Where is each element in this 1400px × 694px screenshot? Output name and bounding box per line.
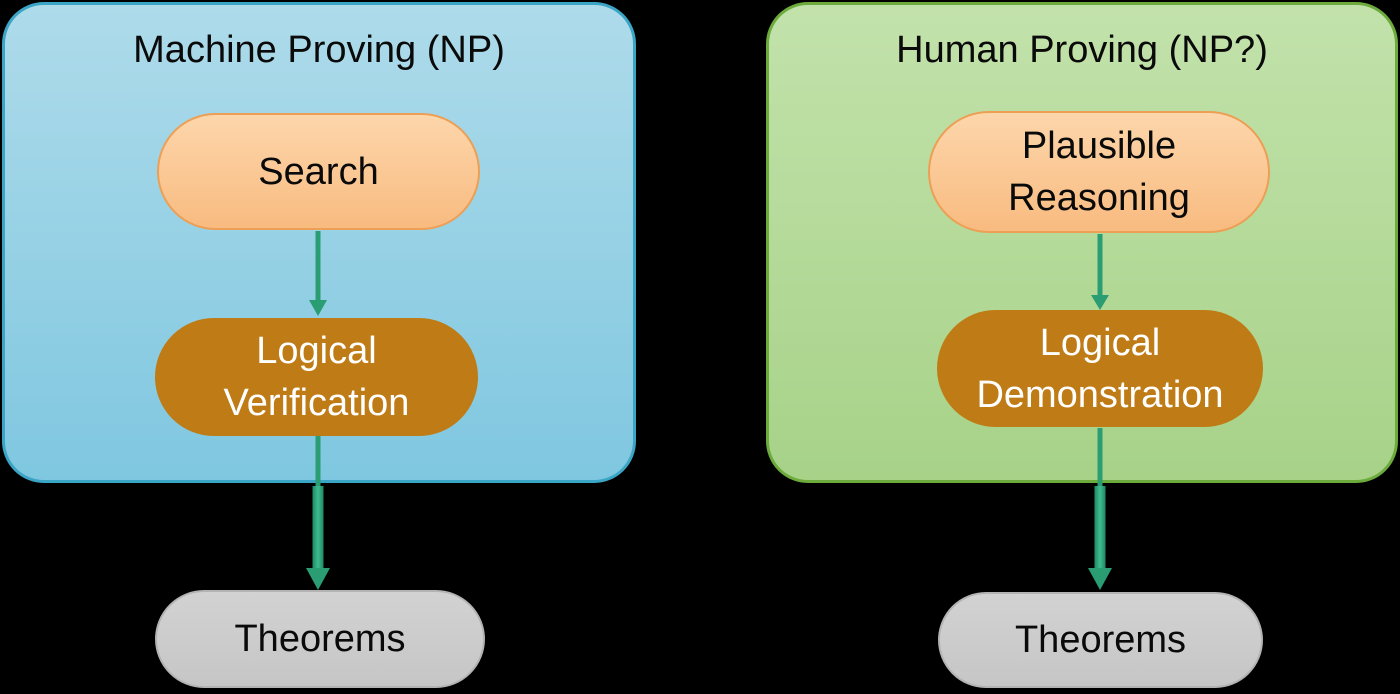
arrow-head-icon <box>1088 568 1112 590</box>
logical-verification-label-line2: Verification <box>223 382 410 424</box>
theorems-node-right: Theorems <box>938 592 1263 688</box>
logical-verification-label-line1: Logical <box>256 330 377 372</box>
human-proving-title: Human Proving (NP?) <box>896 29 1268 71</box>
theorems-left-label: Theorems <box>234 618 406 660</box>
plausible-reasoning-node: Plausible Reasoning <box>928 111 1270 233</box>
arrow-shaft-thick <box>312 486 324 569</box>
logical-demonstration-label-line1: Logical <box>1039 321 1161 364</box>
plausible-reasoning-label-line1: Plausible <box>1021 125 1177 167</box>
arrow-shaft-thick <box>1094 486 1106 569</box>
theorems-right-label: Theorems <box>1014 619 1187 661</box>
search-node-label: Search <box>258 150 379 193</box>
search-node: Search <box>157 113 480 230</box>
machine-proving-title: Machine Proving (NP) <box>133 29 505 71</box>
logical-demonstration-node: Logical Demonstration <box>937 310 1263 427</box>
theorems-node-left: Theorems <box>155 590 485 688</box>
logical-demonstration-label-line2: Demonstration <box>976 373 1224 416</box>
arrow-head-icon <box>306 568 330 590</box>
logical-verification-node: Logical Verification <box>155 318 478 436</box>
plausible-reasoning-label-line2: Reasoning <box>1008 177 1190 219</box>
